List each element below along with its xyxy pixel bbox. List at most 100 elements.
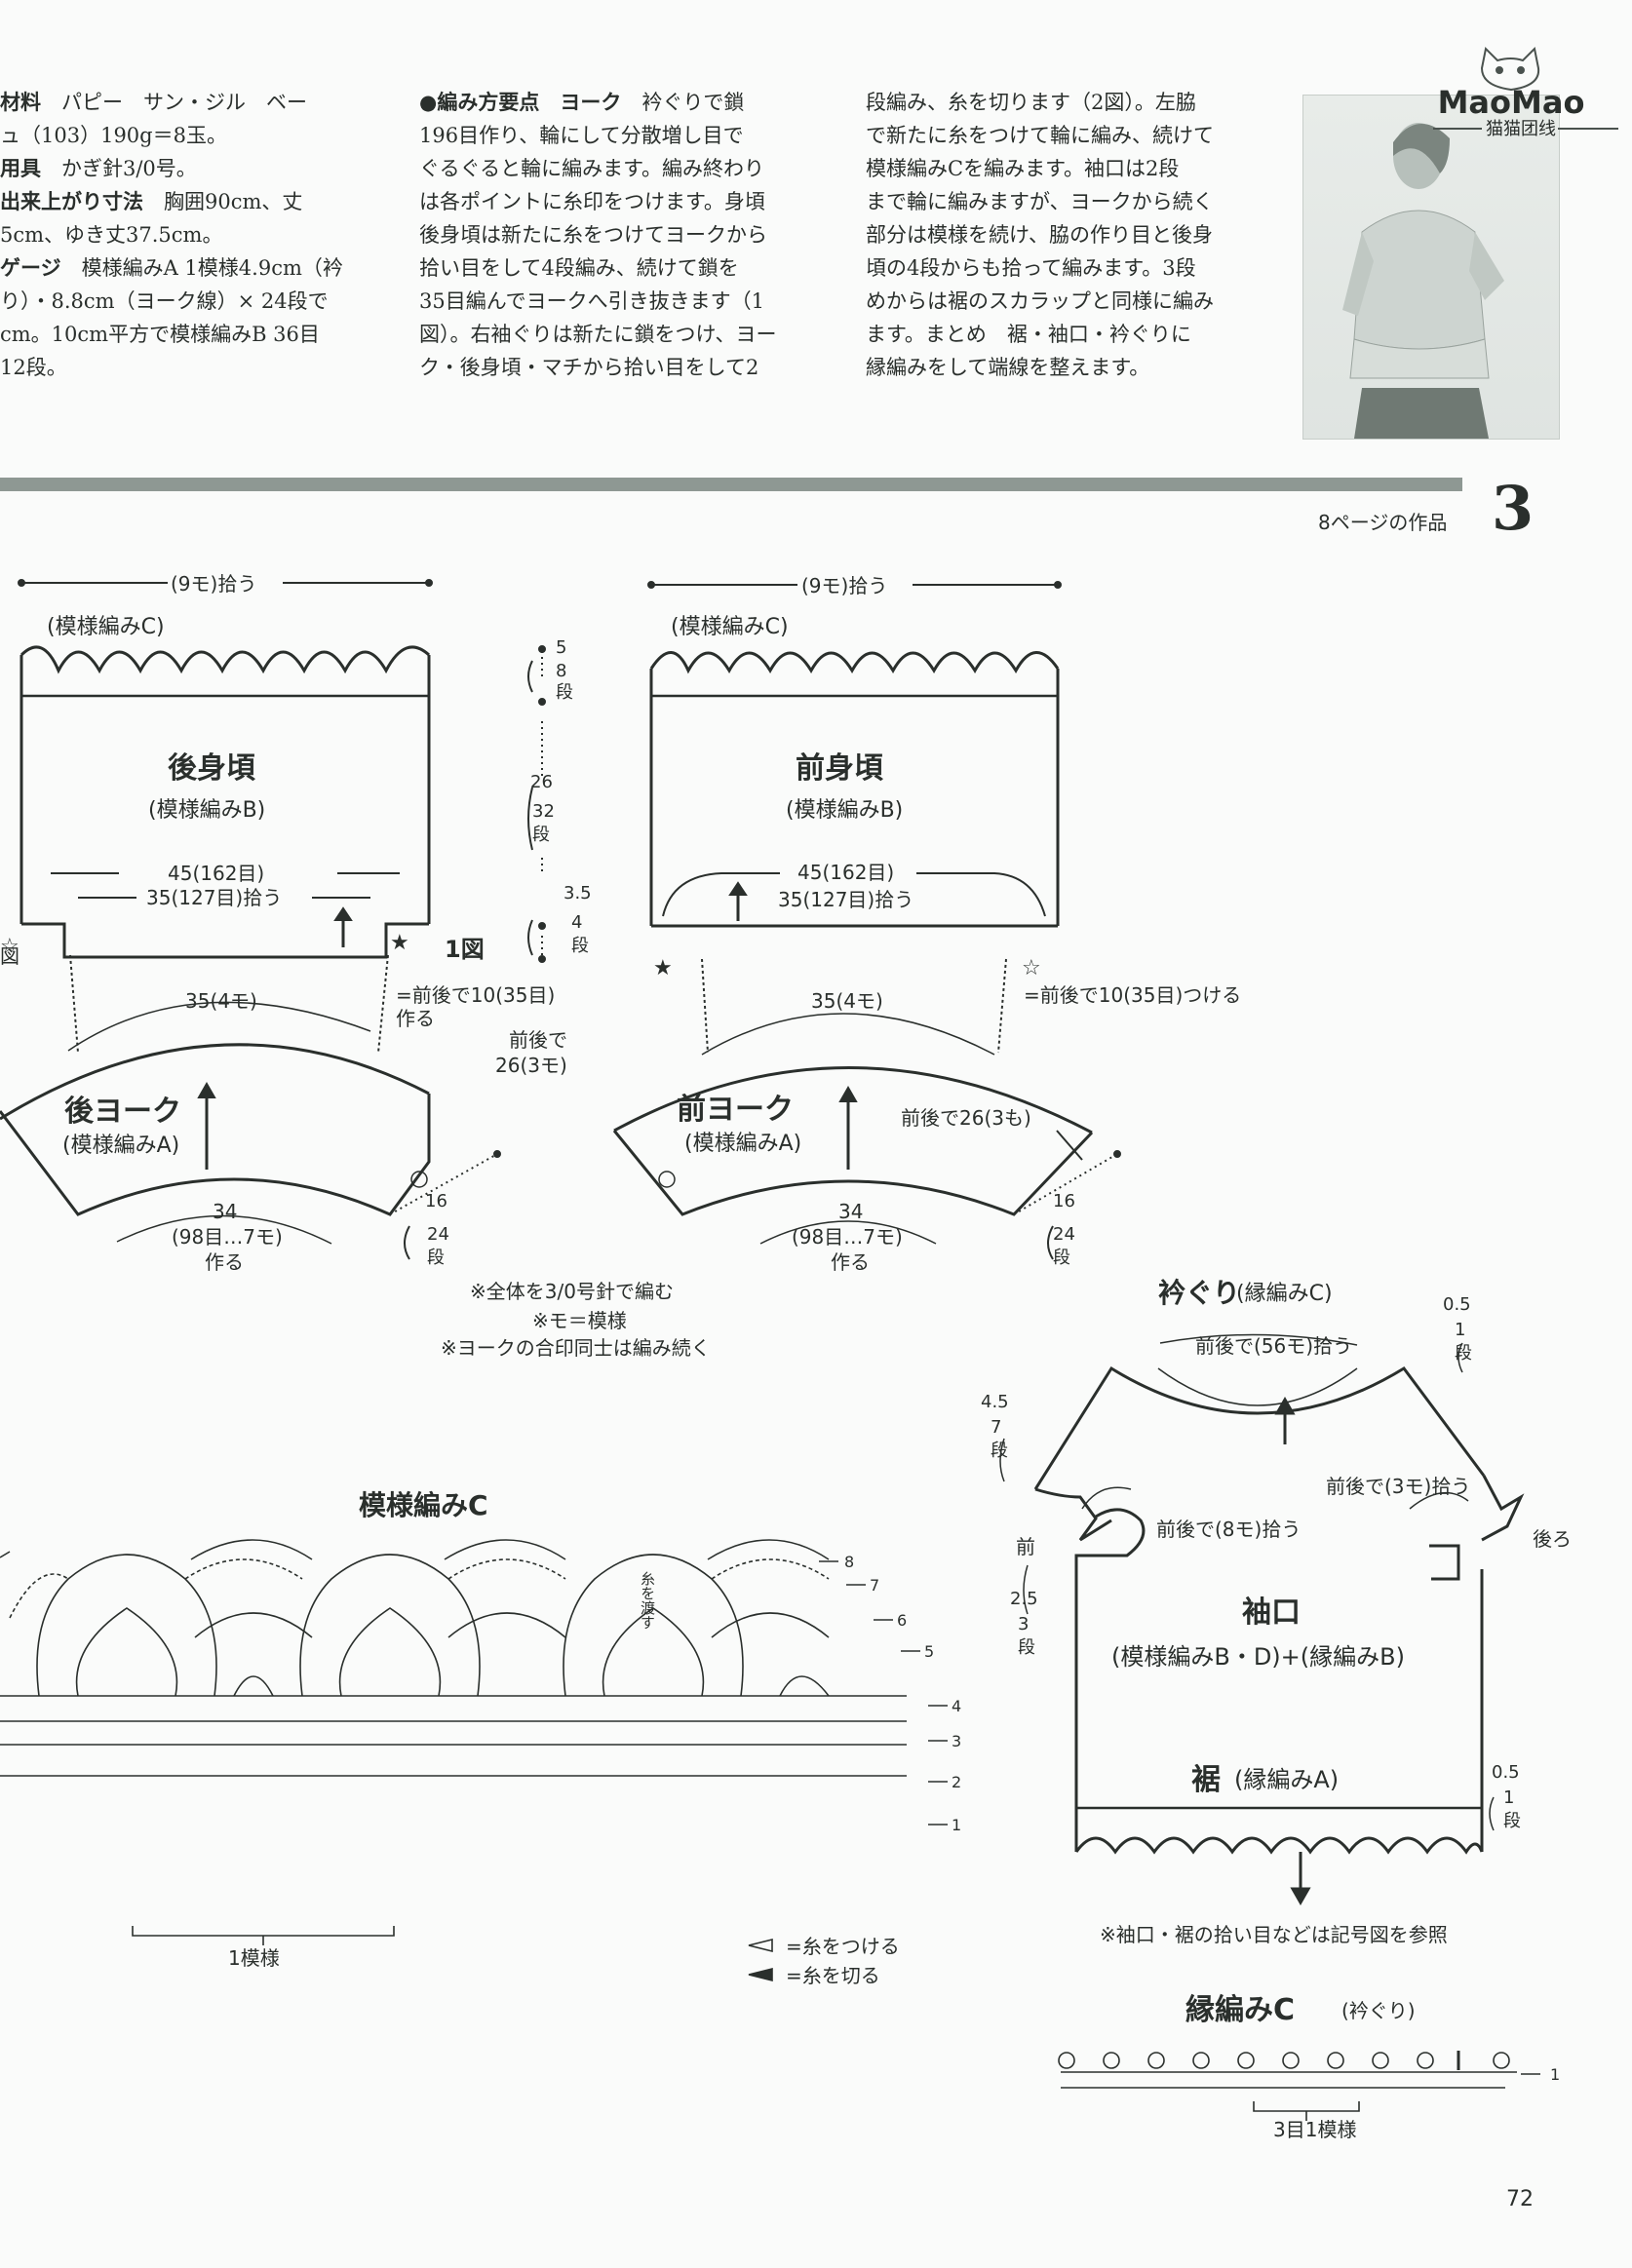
row-3: 3 (952, 1732, 961, 1750)
text-body: ュ（103）190g＝8玉。 (0, 124, 227, 147)
mid-note-1: 前後で (509, 1028, 567, 1052)
height-measures (527, 645, 546, 963)
back-body-sub: (模様編みB) (148, 798, 265, 823)
front-side-label: 前 (1016, 1535, 1035, 1558)
text-line: 材料 パピー サン・ジル ベー (0, 86, 385, 119)
back-width-pickup: 35(127目)拾う (146, 886, 282, 909)
sleeve-pickup-front: 前後で(8モ)拾う (1156, 1518, 1301, 1541)
text-heading: ●編み方要点 ヨーク (419, 91, 622, 114)
text-line: り）・8.8cm（ヨーク線）× 24段で (0, 285, 385, 318)
front-body-schematic (647, 581, 1062, 928)
section-subtitle: 8ページの作品 (1318, 511, 1448, 534)
text-line: ク・後身頃・マチから拾い目をして2 (419, 351, 819, 384)
back-yoke-title: 後ヨーク (64, 1095, 181, 1129)
text-body: めからは裾のスカラップと同様に編み (866, 289, 1214, 313)
back-yoke-bottom: 34 (213, 1200, 237, 1223)
text-body: で新たに糸をつけて輪に編み、続けて (866, 124, 1214, 147)
logo-text: MaoMao (1438, 84, 1585, 121)
logo-subtext: 猫猫团线 (1486, 119, 1556, 136)
height-a: 5 (556, 637, 566, 658)
neckline-pickup: 前後で(56モ)拾う (1195, 1334, 1352, 1358)
text-line: ュ（103）190g＝8玉。 (0, 119, 385, 152)
thread-attach-icon (748, 1938, 773, 1953)
row-7: 7 (870, 1576, 879, 1595)
text-line: 12段。 (0, 351, 385, 384)
back-yoke-height: 16 (425, 1191, 447, 1211)
note-1: ※全体を3/0号針で編む (470, 1280, 674, 1303)
text-line: 部分は模様を続け、脇の作り目と後身 (866, 218, 1261, 251)
text-line: ます。まとめ 裾・袖口・衿ぐりに (866, 318, 1261, 351)
text-line: 196目作り、輪にして分散増し目で (419, 119, 819, 152)
edging-c-sub: (衿ぐり) (1341, 1999, 1416, 2022)
row-5: 5 (924, 1642, 934, 1661)
row-4: 4 (952, 1697, 961, 1715)
text-line: 用具 かぎ針3/0号。 (0, 152, 385, 185)
text-line: ぐるぐると輪に編みます。編み終わり (419, 152, 819, 185)
text-line: 後身頃は新たに糸をつけてヨークから (419, 218, 819, 251)
text-body: cm。10cm平方で模様編みB 36目 (0, 323, 320, 346)
row-2: 2 (952, 1773, 961, 1791)
front-width-total: 45(162目) (797, 861, 894, 884)
text-body: 図）。右袖ぐりは新たに鎖をつけ、ヨー (419, 323, 777, 346)
cat-icon (1480, 46, 1540, 92)
cuff-height: 2.5 (1010, 1589, 1038, 1609)
mid-note-2: 26(3モ) (495, 1054, 567, 1077)
front-yoke-sub: (模様編みA) (684, 1132, 801, 1156)
height-c-unit: 段 (571, 936, 589, 956)
text-body: 模様編みA 1模様4.9cm（衿 (60, 256, 343, 280)
back-yoke-bottom-3: 作る (205, 1250, 244, 1274)
text-heading: ゲージ (0, 256, 61, 280)
front-width-pickup: 35(127目)拾う (778, 888, 913, 911)
cuff-height-unit: 段 (1018, 1637, 1035, 1658)
edging-c-repeat (1058, 2052, 1510, 2069)
back-yoke-bottom-2: (98目…7モ) (172, 1225, 283, 1249)
front-yoke-bottom: 34 (838, 1200, 863, 1223)
text-body: 12段。 (0, 356, 67, 379)
height-b-rows: 32 (532, 801, 555, 822)
front-yoke-height-unit: 段 (1053, 1248, 1070, 1268)
thread-carry-label: 糸を渡す (639, 1571, 656, 1630)
front-star-note: =前後で10(35目)つける (1024, 983, 1241, 1007)
star-note: =前後で10(35目) (396, 983, 555, 1007)
star-note-2: 作る (396, 1007, 435, 1030)
hem-title: 裾 (1191, 1763, 1221, 1797)
front-yoke-height: 16 (1053, 1191, 1075, 1211)
sleeve-height-unit: 段 (991, 1441, 1008, 1461)
text-line: 図）。右袖ぐりは新たに鎖をつけ、ヨー (419, 318, 819, 351)
front-yoke-schematic (612, 958, 1121, 1260)
back-body-schematic (18, 579, 433, 959)
brand-logo: MaoMao 猫猫团线 (1414, 29, 1628, 139)
text-line: 段編み、糸を切ります（2図）。左脇 (866, 86, 1261, 119)
back-side-label: 後ろ (1533, 1527, 1572, 1551)
front-yoke-bottom-3: 作る (831, 1250, 870, 1274)
text-body: 拾い目をして4段編み、続けて鎖を (419, 256, 739, 280)
text-line: ●編み方要点 ヨーク 衿ぐりで鎖 (419, 86, 819, 119)
fig-left-label: 図 (0, 944, 19, 968)
cuff-height-rows: 3 (1018, 1614, 1029, 1634)
front-top-pickup: (9モ)拾う (801, 574, 887, 597)
legend-cut: =糸を切る (786, 1964, 880, 1987)
pattern-c-motif-3 (563, 1539, 830, 1697)
neck-height: 0.5 (1443, 1294, 1471, 1315)
front-body-title: 前身頃 (796, 751, 883, 786)
height-b-unit: 段 (532, 825, 550, 845)
star-outline-icon: ☆ (0, 935, 19, 959)
text-line: は各ポイントに糸印をつけます。身頃 (419, 185, 819, 218)
back-yoke-top: 35(4モ) (185, 989, 257, 1013)
height-b: 26 (530, 772, 553, 792)
text-body: パピー サン・ジル ベー (41, 91, 307, 114)
text-heading: 出来上がり寸法 (0, 190, 143, 213)
pattern-c-title: 模様編みC (359, 1489, 488, 1521)
thread-cut-icon (748, 1967, 773, 1982)
model-photo (1302, 95, 1560, 440)
text-body: 段編み、糸を切ります（2図）。左脇 (866, 91, 1196, 114)
pattern-c-chart (0, 1539, 948, 1982)
neckline-title: 衿ぐり (1158, 1277, 1240, 1309)
height-a-unit: 段 (556, 682, 573, 703)
materials-column: 材料 パピー サン・ジル ベーュ（103）190g＝8玉。用具 かぎ針3/0号。… (0, 86, 385, 384)
front-yoke-side: 前後で26(3も) (901, 1106, 1031, 1130)
sleeve-sub: (模様編みB・D)+(縁編みB) (1111, 1643, 1405, 1671)
front-yoke-top: 35(4モ) (811, 989, 883, 1013)
